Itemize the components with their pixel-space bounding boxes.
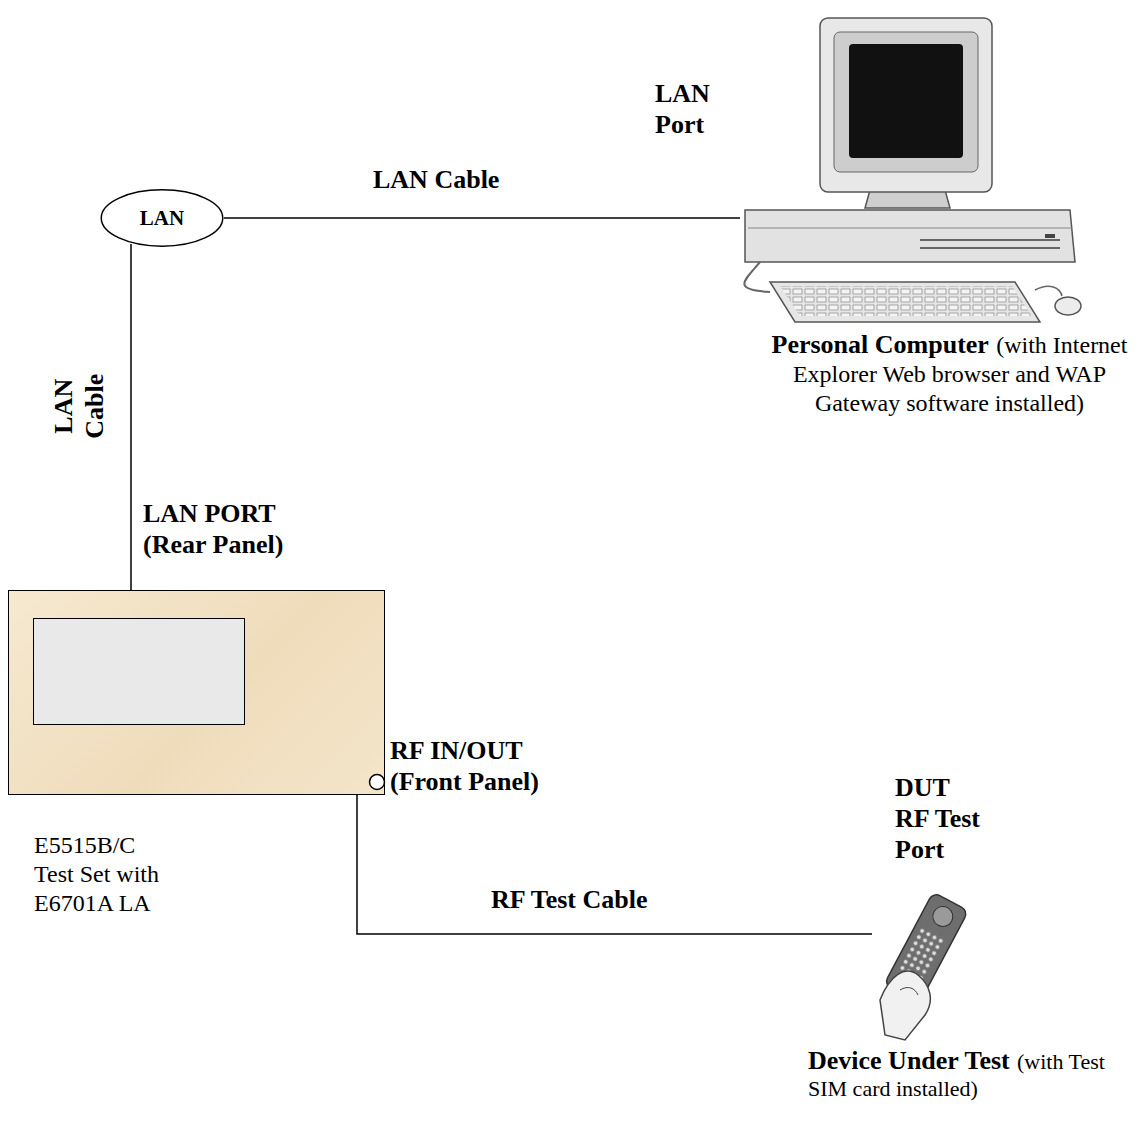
screen-panel: [33, 618, 245, 725]
rf-connector: [367, 772, 387, 792]
port-label: DUT RF Test Port: [895, 772, 988, 866]
node-text: Personal Computer(with Internet Explorer…: [762, 329, 1137, 418]
cable-label: LAN Cable: [370, 164, 546, 195]
cable-label: LAN Cable: [48, 359, 110, 453]
node-title: E5515B/C Test Set with E6701A LA: [34, 832, 159, 916]
node-title: LAN: [140, 206, 184, 231]
node-text: E5515B/C Test Set with E6701A LA: [34, 831, 168, 917]
cable-line: [357, 795, 872, 934]
cable-line: [224, 217, 740, 219]
node-title: Personal Computer: [772, 330, 989, 359]
lan-ellipse: LAN: [100, 188, 224, 248]
cable-label: RF Test Cable: [488, 884, 714, 915]
port-label: LAN Port: [655, 78, 747, 140]
computer-node: Personal Computer(with Internet Explorer…: [740, 15, 1095, 325]
device-node: Device Under Test(with Test SIM card ins…: [872, 895, 962, 1045]
ellipse-shape: [101, 190, 223, 246]
rf-connector-ring: [370, 775, 385, 790]
port-label: LAN PORT (Rear Panel): [143, 498, 325, 560]
phone-illustration: [880, 892, 968, 1040]
node-text: Device Under Test(with Test SIM card ins…: [808, 1045, 1138, 1103]
test-set-box: E5515B/C Test Set with E6701A LA: [8, 590, 385, 795]
node-text: LAN: [100, 188, 224, 248]
computer-illustration: [744, 18, 1081, 322]
node-title: Device Under Test: [808, 1046, 1010, 1075]
cable-line: [130, 244, 132, 590]
port-label: RF IN/OUT (Front Panel): [390, 735, 576, 797]
